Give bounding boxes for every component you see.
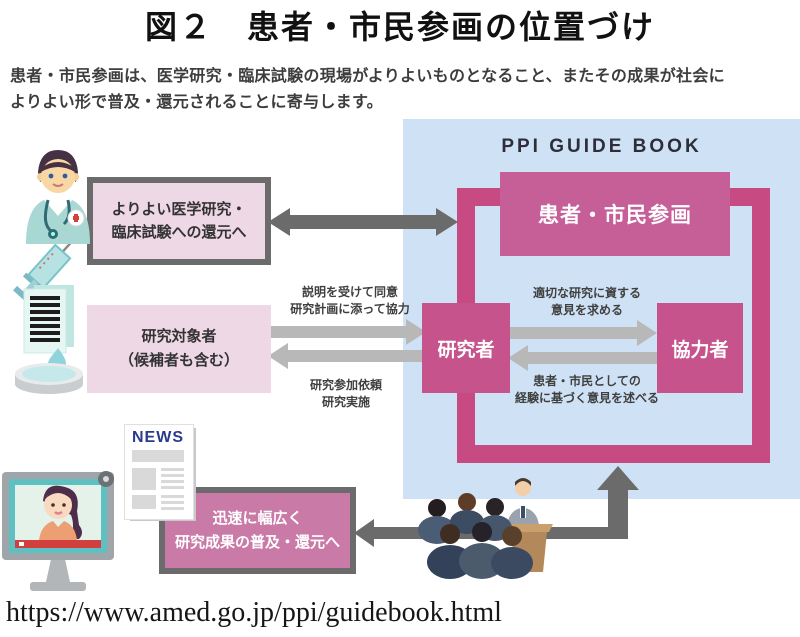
consent-arrow-head-icon — [406, 319, 426, 345]
video-presenter — [39, 485, 82, 540]
guidebook-url-link[interactable]: https://www.amed.go.jp/ppi/guidebook.htm… — [6, 597, 502, 628]
request-line2: 研究実施 — [321, 395, 370, 409]
subjects-line2: （候補者も含む） — [118, 352, 239, 369]
audience-lecture-icon — [418, 478, 553, 579]
request-arrow-head-icon — [268, 343, 288, 369]
newspaper-icon: NEWS — [124, 424, 200, 524]
request-arrow-shaft — [288, 350, 426, 362]
cooperator-label: 協力者 — [671, 339, 729, 361]
research-subjects-box: 研究対象者 （候補者も含む） — [87, 305, 271, 393]
seek-opinion-label: 適切な研究に資する 意見を求める — [512, 285, 662, 319]
consent-label: 説明を受けて同意 研究計画に添って協力 — [276, 284, 424, 318]
cooperator-box: 協力者 — [657, 303, 743, 393]
request-label: 研究参加依頼 研究実施 — [276, 377, 416, 411]
consent-line1: 説明を受けて同意 — [301, 285, 398, 299]
dissemination-box: 迅速に幅広く 研究成果の普及・還元へ — [159, 487, 356, 574]
state-line2: 経験に基づく意見を述べる — [514, 391, 659, 405]
ppi-participation-label: 患者・市民参画 — [538, 204, 692, 227]
state-arrow-shaft — [528, 352, 657, 364]
consent-line2: 研究計画に添って協力 — [290, 302, 410, 316]
feedback-arrow-shaft — [288, 215, 438, 229]
petri-dish-icon — [15, 348, 83, 394]
consent-arrow-shaft — [270, 326, 408, 338]
feedback-line2: 臨床試験への還元へ — [111, 224, 247, 241]
seek-arrow-shaft — [508, 327, 637, 339]
state-line1: 患者・市民としての — [533, 374, 641, 388]
video-monitor-icon — [2, 471, 118, 598]
seek-line2: 意見を求める — [550, 303, 623, 317]
upward-arrow-shaft — [608, 489, 628, 539]
upward-arrow-head-icon — [597, 466, 639, 490]
ppi-guidebook-label: PPI GUIDE BOOK — [501, 136, 702, 157]
dissemination-line2: 研究成果の普及・還元へ — [174, 533, 340, 551]
document-icon — [23, 285, 74, 354]
state-opinion-label: 患者・市民としての 経験に基づく意見を述べる — [503, 373, 671, 407]
seek-line1: 適切な研究に資する — [532, 286, 641, 300]
state-arrow-head-icon — [508, 345, 528, 371]
feedback-arrow-left-head-icon — [268, 208, 290, 236]
subjects-line1: 研究対象者 — [141, 328, 217, 345]
feedback-arrow-right-head-icon — [436, 208, 458, 236]
request-line1: 研究参加依頼 — [309, 378, 382, 392]
intro-text-line1: 患者・市民参画は、医学研究・臨床試験の現場がよりよいものとなること、またその成果… — [10, 68, 725, 85]
seek-arrow-head-icon — [637, 320, 657, 346]
news-headline: NEWS — [132, 429, 184, 446]
feedback-box: よりよい医学研究・ 臨床試験への還元へ — [87, 177, 271, 265]
doctor-icon — [26, 150, 90, 244]
ppi-participation-box: 患者・市民参画 — [500, 172, 730, 256]
researcher-box: 研究者 — [422, 303, 510, 393]
dissemination-arrow-left-head-icon — [354, 519, 374, 547]
figure-title: 図２ 患者・市民参画の位置づけ — [144, 9, 655, 45]
feedback-line1: よりよい医学研究・ — [111, 201, 247, 218]
dissemination-line1: 迅速に幅広く — [212, 509, 303, 527]
researcher-label: 研究者 — [437, 339, 495, 361]
intro-text-line2: よりよい形で普及・還元されることに寄与します。 — [10, 94, 383, 111]
